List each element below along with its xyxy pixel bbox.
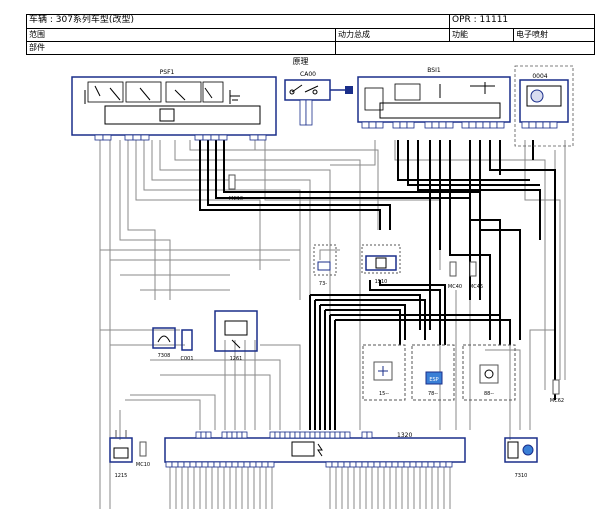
mc10-label-a: MC10 bbox=[229, 196, 243, 202]
thick-wires bbox=[199, 140, 556, 430]
c15-fan: 15-- bbox=[362, 344, 406, 401]
c001-connector: C001 bbox=[180, 329, 194, 362]
c1320-label: 1320 bbox=[397, 432, 412, 439]
grounds-mid: MC40 MC46 bbox=[448, 261, 483, 290]
c0004-instrument: 0004 bbox=[514, 65, 574, 147]
ground-mc10-lower: MC10 bbox=[136, 441, 150, 468]
vehicle-label: 车辆 : 307系列车型(改型) bbox=[29, 15, 134, 25]
c88-label: 88-- bbox=[484, 391, 494, 397]
c1320-ecu: 1320 bbox=[164, 431, 466, 468]
bsi1-label: BSI1 bbox=[427, 67, 441, 74]
psf1-module: PSF1 bbox=[71, 69, 277, 141]
c001-label: C001 bbox=[180, 356, 193, 362]
diagram-title: 原理 bbox=[292, 57, 309, 66]
svg-text:ESP: ESP bbox=[429, 377, 438, 383]
mc40-label: MC40 bbox=[448, 284, 462, 290]
c1261-pedal: 1261 bbox=[214, 310, 258, 362]
c1510-relay: 1510 bbox=[361, 244, 401, 285]
opr-label: OPR : 11111 bbox=[452, 15, 509, 25]
bsi1-module: BSI1 bbox=[357, 67, 511, 129]
parts-label: 部件 bbox=[29, 43, 45, 52]
c88-module: 88-- bbox=[462, 344, 516, 401]
title-block: 车辆 : 307系列车型(改型) OPR : 11111 范围 动力总成 功能 … bbox=[26, 14, 595, 55]
c15-label: 15-- bbox=[379, 391, 389, 397]
function-label: 功能 bbox=[452, 30, 468, 39]
c7310-label: 7310 bbox=[515, 473, 528, 479]
ca00-label: CA00 bbox=[300, 71, 316, 78]
psf1-label: PSF1 bbox=[160, 69, 175, 76]
title-row-3: 部件 bbox=[27, 42, 594, 54]
ca00-switch: CA00 bbox=[284, 71, 353, 126]
c7310-sensor: 7310 bbox=[504, 437, 538, 479]
c73-label: 73- bbox=[319, 281, 327, 287]
scope-label: 范围 bbox=[29, 30, 45, 39]
c7308-sensor: 7308 bbox=[152, 327, 176, 359]
c78-esp: ESP 78-- bbox=[411, 344, 455, 401]
c78-label: 78-- bbox=[428, 391, 438, 397]
mc62-label: MC62 bbox=[550, 398, 564, 404]
c1261-label: 1261 bbox=[230, 356, 243, 362]
mc46-label: MC46 bbox=[469, 284, 483, 290]
c7308-label: 7308 bbox=[158, 353, 171, 359]
ground-mc62: MC62 bbox=[550, 379, 564, 404]
function-value: 电子喷射 bbox=[516, 30, 548, 39]
c1215-relay: 1215 bbox=[109, 430, 133, 479]
title-row-1: 车辆 : 307系列车型(改型) OPR : 11111 bbox=[27, 15, 594, 29]
c1215-label: 1215 bbox=[115, 473, 128, 479]
ground-mc10: MC10 bbox=[228, 174, 243, 202]
c1510-label: 1510 bbox=[375, 279, 388, 285]
c73-sensor: 73- bbox=[313, 244, 337, 287]
c0004-label: 0004 bbox=[532, 73, 547, 80]
powertrain-label: 动力总成 bbox=[338, 30, 370, 39]
mc10-label-b: MC10 bbox=[136, 462, 150, 468]
thin-wires bbox=[99, 140, 566, 509]
title-row-2: 范围 动力总成 功能 电子喷射 bbox=[27, 29, 594, 42]
